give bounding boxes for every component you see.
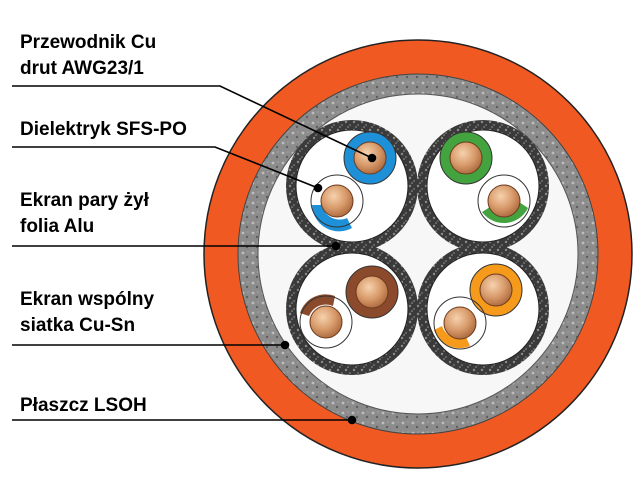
leader-dielectric [12, 146, 319, 189]
dielectric-white [477, 174, 531, 228]
label-dielectric: Dielektryk SFS-PO [20, 119, 187, 140]
dielectric-white [299, 295, 353, 349]
pair-blue [286, 120, 418, 252]
label-pair-shield: Ekran pary żył folia Alu [20, 190, 149, 237]
pair-green [417, 120, 549, 252]
conductor [449, 141, 483, 175]
label-jacket: Płaszcz LSOH [20, 395, 147, 416]
pair-orange [417, 243, 549, 375]
conductor [355, 275, 389, 309]
leader-conductor [12, 85, 373, 159]
conductor [309, 305, 343, 339]
label-common-shield: Ekran wspólny siatka Cu-Sn [20, 289, 155, 336]
label-conductor: Przewodnik Cu drut AWG23/1 [20, 32, 157, 79]
dielectric-white [433, 296, 487, 350]
conductor [320, 184, 354, 218]
conductor [443, 306, 477, 340]
pair-brown [286, 243, 418, 375]
conductor [479, 273, 513, 307]
dielectric-white [310, 174, 364, 228]
conductor [487, 184, 521, 218]
